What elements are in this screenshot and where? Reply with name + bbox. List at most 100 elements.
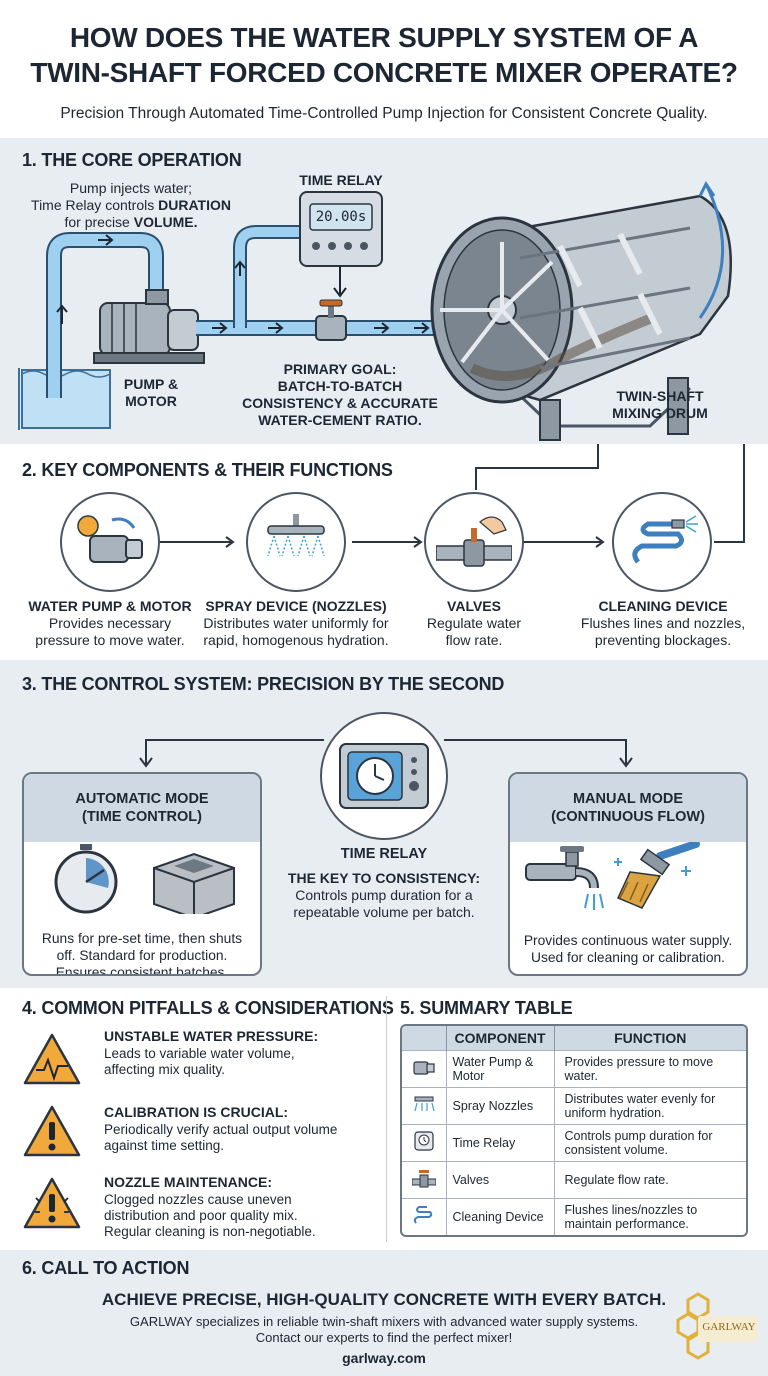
manual-mode-illustration [525,842,700,910]
title-line: MANUAL MODE [572,791,684,807]
section-pitfalls-summary: 4. COMMON PITFALLS & CONSIDERATIONS UNST… [0,988,768,1250]
pump-motor-circle [60,492,160,592]
valve-icon [315,299,347,341]
cleaning-brush-icon [614,842,700,909]
cleaning-device-circle [612,492,712,592]
desc-line: rapid, homogenous hydration. [203,632,389,648]
table-header-row: COMPONENT FUNCTION [402,1026,746,1050]
column-header-component: COMPONENT [446,1026,555,1050]
header: HOW DOES THE WATER SUPPLY SYSTEM OF A TW… [0,0,768,136]
component-name: VALVES [447,598,501,614]
goal-line: BATCH-TO-BATCH [277,378,403,394]
valve-icon [436,516,512,567]
desc-line: Used for cleaning or calibration. [530,950,726,965]
title-line: (TIME CONTROL) [81,809,202,825]
goal-line: CONSISTENCY & ACCURATE [242,395,438,411]
page-title: HOW DOES THE WATER SUPPLY SYSTEM OF A TW… [20,20,748,90]
feed-line-to-drum [475,444,599,490]
control-branch-lines [139,739,633,768]
component-cell: Cleaning Device [446,1197,555,1235]
desc-line: Distributes water uniformly for [203,615,389,631]
section-title: 6. CALL TO ACTION [22,1258,190,1278]
pump-icon [413,1061,435,1075]
time-relay-circle [320,712,448,840]
table-row: Time Relay Controls pump duration for co… [402,1123,746,1161]
table-row: Spray Nozzles Distributes water evenly f… [402,1086,746,1124]
pitfall-title: CALIBRATION IS CRUCIAL: [104,1104,289,1120]
summary-table: COMPONENT FUNCTION Water Pump & Motor Pr… [400,1024,748,1237]
function-cell: Controls pump duration for consistent vo… [554,1123,746,1161]
flow-arrow-icon [212,322,228,334]
exclamation-warning-icon [23,1105,81,1157]
cta-body: GARLWAY specializes in reliable twin-sha… [60,1314,708,1346]
concrete-block-icon [153,852,235,914]
manual-mode-desc: Provides continuous water supply. Used f… [510,932,746,966]
section-call-to-action: 6. CALL TO ACTION ACHIEVE PRECISE, HIGH-… [0,1250,768,1376]
pump-motor-icon [93,289,205,364]
flow-arrow-icon [234,260,246,276]
mixing-drum-icon [430,194,732,441]
intro-line: Pump injects water; [69,180,193,196]
component-desc: Provides necessary pressure to move wate… [18,615,202,649]
cta-headline: ACHIEVE PRECISE, HIGH-QUALITY CONCRETE W… [101,1290,667,1309]
manual-mode-panel: MANUAL MODE (CONTINUOUS FLOW) [508,772,748,976]
pitfall-item: NOZZLE MAINTENANCE: Clogged nozzles caus… [22,1174,372,1250]
desc-line: Ensures consistent batches. [55,965,229,976]
rotation-arrow-icon [698,183,725,319]
table-row: Cleaning Device Flushes lines/nozzles to… [402,1197,746,1235]
table-row: Water Pump & Motor Provides pressure to … [402,1049,746,1087]
pressure-warning-icon [23,1033,81,1085]
spray-device-circle [246,492,346,592]
title-line-1: HOW DOES THE WATER SUPPLY SYSTEM OF A [69,22,699,53]
intro-line: Time Relay controls DURATION [20,197,242,214]
flow-arrow-icon [98,234,114,246]
core-operation-diagram [18,181,732,441]
key-consistency-desc: Controls pump duration for a repeatable … [274,887,494,921]
goal-line: WATER-CEMENT RATIO. [258,412,422,428]
desc-line: Controls pump duration for a [295,887,473,903]
section-title: 1. THE CORE OPERATION [22,150,242,170]
manual-mode-title: MANUAL MODE (CONTINUOUS FLOW) [510,774,746,842]
pitfall-title: UNSTABLE WATER PRESSURE: [104,1028,319,1044]
desc-line: Flushes lines and nozzles, [580,615,746,631]
text-line: distribution and poor quality mix. [104,1208,298,1223]
desc-line: Regulate water [426,615,522,631]
component-desc: Distributes water uniformly for rapid, h… [190,615,402,649]
flow-arrow-icon [268,322,284,334]
primary-goal: PRIMARY GOAL: BATCH-TO-BATCH CONSISTENCY… [230,361,450,429]
icon-column-header [402,1026,447,1050]
component-cell: Time Relay [446,1123,555,1161]
pitfall-text: Leads to variable water volume, affectin… [104,1046,374,1078]
intro-text: Time Relay controls [31,197,159,213]
pitfall-item: UNSTABLE WATER PRESSURE: Leads to variab… [22,1028,372,1104]
hexagon-logo-icon [676,1292,758,1360]
goal-line: PRIMARY GOAL: [283,361,397,377]
time-relay-label: TIME RELAY [340,846,428,862]
website-link[interactable]: garlway.com [342,1350,426,1366]
component-desc: Flushes lines and nozzles, preventing bl… [568,615,758,649]
pump-motor-label: PUMP & MOTOR [106,376,196,410]
relay-icon [414,1131,434,1151]
component-name: WATER PUMP & MOTOR [28,598,192,614]
section-title: 4. COMMON PITFALLS & CONSIDERATIONS [22,998,394,1018]
function-cell: Flushes lines/nozzles to maintain perfor… [554,1197,746,1235]
intro-text: for precise [64,214,134,230]
nozzle-icon [414,1096,435,1112]
hose-icon [632,515,698,564]
flow-arrow-icon [56,304,68,324]
pump-motor-icon [77,515,143,563]
automatic-mode-desc: Runs for pre-set time, then shuts off. S… [24,930,260,976]
text-line: Periodically verify actual output volume [104,1122,338,1137]
time-relay-icon [339,743,429,809]
cta-line: GARLWAY specializes in reliable twin-sha… [129,1314,639,1329]
row-icon-cell [402,1160,447,1198]
label-line: PUMP & [123,376,179,392]
row-icon-cell [402,1197,447,1235]
flow-arrow-icon [414,322,430,334]
desc-line: flow rate. [445,632,503,648]
label-line: MIXING DRUM [612,405,708,421]
return-line-to-drum [714,444,745,543]
function-cell: Distributes water evenly for uniform hyd… [554,1086,746,1124]
relay-display: 20.00s [315,209,367,225]
column-divider [386,996,387,1242]
